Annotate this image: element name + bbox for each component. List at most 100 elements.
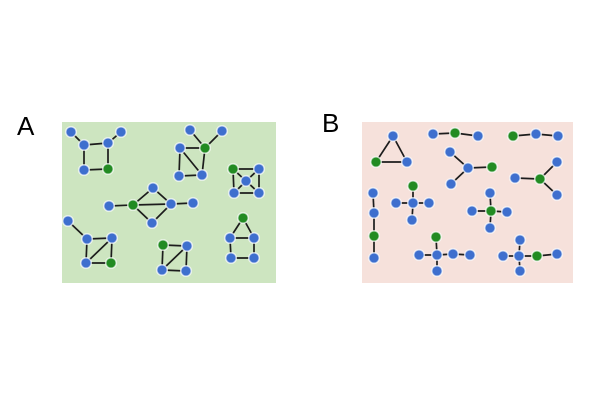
graph-node-blue bbox=[367, 251, 381, 265]
graph-node-blue bbox=[80, 232, 94, 246]
graph-node-blue bbox=[367, 206, 381, 220]
graph-a-square-diagonal bbox=[155, 238, 194, 278]
graph-node-blue bbox=[102, 199, 116, 213]
graph-node-green bbox=[367, 229, 381, 243]
graph-node-blue bbox=[224, 251, 238, 265]
graph-node-green bbox=[484, 204, 498, 218]
graph-a-square-diagonal-pendant bbox=[61, 214, 119, 270]
graph-node-blue bbox=[155, 263, 169, 277]
graph-b-star4-with-tail-green-right bbox=[496, 233, 564, 278]
graph-node-blue bbox=[180, 239, 194, 253]
graph-node-blue bbox=[146, 181, 160, 195]
graph-node-green bbox=[485, 160, 499, 174]
graph-b-claw-blue-center bbox=[443, 145, 499, 191]
graph-node-blue bbox=[550, 247, 564, 261]
graph-node-blue bbox=[79, 256, 93, 270]
graph-a-square-diagonal-two-pendants bbox=[172, 123, 229, 183]
graph-node-blue bbox=[101, 136, 115, 150]
graph-node-blue bbox=[463, 248, 477, 262]
graph-node-green bbox=[101, 162, 115, 176]
graph-node-blue bbox=[405, 213, 419, 227]
graph-b-star4-green-top-leaf bbox=[389, 179, 436, 227]
graph-edge bbox=[132, 203, 172, 206]
graph-node-blue bbox=[114, 125, 128, 139]
graph-a-house bbox=[223, 211, 261, 265]
graph-node-blue bbox=[215, 124, 229, 138]
graph-node-blue bbox=[223, 231, 237, 245]
graph-node-blue bbox=[239, 174, 253, 188]
graph-node-blue bbox=[173, 141, 187, 155]
graph-node-blue bbox=[551, 129, 565, 143]
graph-node-blue bbox=[247, 251, 261, 265]
graph-node-blue bbox=[483, 221, 497, 235]
graph-node-blue bbox=[550, 155, 564, 169]
graph-node-green bbox=[448, 126, 462, 140]
graph-node-green bbox=[429, 230, 443, 244]
graph-node-blue bbox=[252, 162, 266, 176]
graph-b-path4-vertical bbox=[366, 186, 381, 265]
graph-node-blue bbox=[386, 129, 400, 143]
graph-node-blue bbox=[186, 196, 200, 210]
graph-node-green bbox=[126, 198, 140, 212]
graph-node-blue bbox=[412, 248, 426, 262]
graph-node-blue bbox=[500, 205, 514, 219]
panel-a-label: A bbox=[17, 111, 35, 141]
graph-node-blue bbox=[446, 247, 460, 261]
graph-b-star4-with-tail-green-top bbox=[412, 230, 477, 278]
graph-node-blue bbox=[172, 169, 186, 183]
panel-b-label: B bbox=[322, 108, 340, 138]
graph-node-green bbox=[198, 141, 212, 155]
graph-node-blue bbox=[252, 186, 266, 200]
graph-node-green bbox=[369, 155, 383, 169]
graph-node-blue bbox=[77, 163, 91, 177]
graph-a-diamond-two-pendants bbox=[102, 181, 200, 230]
graph-node-blue bbox=[227, 186, 241, 200]
graph-node-green bbox=[104, 256, 118, 270]
graph-node-blue bbox=[179, 264, 193, 278]
graph-node-blue bbox=[61, 214, 75, 228]
graph-a-square-two-pendants bbox=[64, 125, 128, 177]
graph-node-blue bbox=[406, 196, 420, 210]
graph-node-green bbox=[533, 172, 547, 186]
graph-node-blue bbox=[496, 249, 510, 263]
graph-node-blue bbox=[513, 233, 527, 247]
graph-node-blue bbox=[422, 196, 436, 210]
graph-node-blue bbox=[513, 264, 527, 278]
graph-node-blue bbox=[145, 216, 159, 230]
graph-node-blue bbox=[64, 125, 78, 139]
graph-node-green bbox=[406, 179, 420, 193]
graph-node-green bbox=[226, 162, 240, 176]
graph-node-blue bbox=[461, 161, 475, 175]
graph-b-star4-green-center bbox=[465, 186, 514, 235]
graph-a-wheel-square-center bbox=[226, 162, 266, 200]
graph-node-blue bbox=[529, 127, 543, 141]
graph-node-blue bbox=[366, 186, 380, 200]
graph-node-blue bbox=[512, 249, 526, 263]
graph-b-triangle bbox=[369, 129, 414, 169]
graph-node-blue bbox=[471, 129, 485, 143]
graph-node-blue bbox=[400, 155, 414, 169]
graph-node-blue bbox=[164, 197, 178, 211]
graph-node-blue bbox=[430, 248, 444, 262]
graph-node-blue bbox=[77, 138, 91, 152]
graph-node-blue bbox=[105, 231, 119, 245]
graph-b-path3-blue-green-blue bbox=[426, 126, 485, 143]
graph-node-blue bbox=[465, 204, 479, 218]
graph-node-green bbox=[236, 211, 250, 225]
graph-b-path3-green-blue-blue bbox=[506, 127, 565, 143]
graph-node-blue bbox=[550, 188, 564, 202]
graph-node-blue bbox=[195, 168, 209, 182]
graph-b-claw-green-center bbox=[508, 155, 564, 202]
graph-node-blue bbox=[389, 196, 403, 210]
graph-node-green bbox=[530, 249, 544, 263]
graph-node-blue bbox=[443, 145, 457, 159]
graph-node-green bbox=[156, 238, 170, 252]
graph-node-blue bbox=[508, 171, 522, 185]
graph-node-blue bbox=[426, 127, 440, 141]
graph-node-green bbox=[506, 129, 520, 143]
graph-node-blue bbox=[430, 264, 444, 278]
graph-node-blue bbox=[483, 186, 497, 200]
graph-node-blue bbox=[247, 231, 261, 245]
